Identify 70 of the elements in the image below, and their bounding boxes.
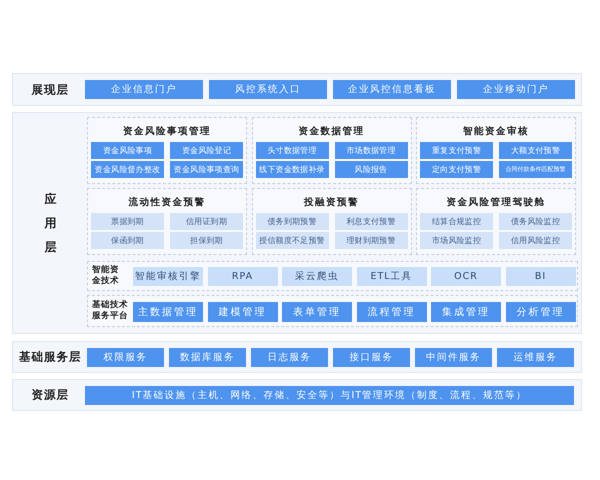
module-box: 资金风险登记	[170, 142, 243, 159]
module-box: 利息支付预警	[334, 213, 408, 230]
group-title: 流动性资金预警	[128, 196, 206, 209]
group-title: 投融资预警	[304, 196, 359, 209]
layer-band	[12, 112, 582, 334]
module-box: 理财到期预警	[334, 232, 408, 249]
module-box: 信用证到期	[170, 213, 243, 230]
module-box: 中间件服务	[415, 348, 492, 367]
row-title: 基础技术服务平台	[92, 300, 129, 322]
module-box: RPA	[208, 267, 278, 286]
module-box: 企业风控信息看板	[333, 80, 451, 99]
module-group	[416, 188, 576, 255]
module-box: 运维服务	[497, 348, 574, 367]
module-box: 企业信息门户	[85, 80, 203, 99]
capability-row	[87, 295, 578, 327]
module-box: 线下资金数据补录	[256, 161, 328, 178]
module-group	[416, 117, 576, 184]
module-group	[87, 188, 247, 255]
module-box: 票据到期	[91, 213, 164, 230]
module-box: 权限服务	[87, 348, 164, 367]
module-box: 重复支付预警	[420, 142, 493, 159]
module-box: 集成管理	[431, 302, 501, 322]
layer-band	[12, 73, 582, 106]
module-box: 资金风险事项查询	[170, 161, 243, 178]
module-box: 大额支付预警	[499, 142, 572, 159]
module-box: 信用风险监控	[499, 232, 572, 249]
module-box: 风险报告	[334, 161, 408, 178]
layer-title: 展现层	[31, 82, 69, 97]
module-box: ETL工具	[356, 267, 426, 286]
module-box: 定向支付预警	[420, 161, 493, 178]
group-title: 智能资金审核	[463, 125, 529, 138]
layer-title: 资源层	[31, 388, 69, 402]
module-box: 债务到期预警	[256, 213, 328, 230]
module-box: 保函到期	[91, 232, 164, 249]
layer-title: 应用层	[44, 191, 57, 256]
module-box: 授信额度不足预警	[256, 232, 328, 249]
group-title: 资金风险事项管理	[123, 125, 211, 138]
row-title: 智能资金技术	[92, 265, 120, 287]
module-box: 数据库服务	[169, 348, 246, 367]
module-box: 担保到期	[170, 232, 243, 249]
module-box: 分析管理	[506, 302, 576, 322]
layer-band	[12, 341, 582, 373]
module-box: 主数据管理	[133, 302, 203, 322]
module-group	[252, 188, 412, 255]
module-box: 债务风险监控	[499, 213, 572, 230]
module-box: 接口服务	[333, 348, 410, 367]
layer-band	[12, 379, 582, 411]
module-box: 智能审核引擎	[133, 267, 203, 286]
module-box: 头寸数据管理	[256, 142, 328, 159]
module-box: OCR	[431, 267, 501, 286]
module-box: 表单管理	[282, 302, 352, 322]
module-box: 建模管理	[208, 302, 278, 322]
module-box: 结算合规监控	[420, 213, 493, 230]
module-box: 流程管理	[356, 302, 426, 322]
module-box: 资金风险督办整改	[91, 161, 164, 178]
group-title: 资金数据管理	[298, 125, 364, 138]
module-box: BI	[506, 267, 576, 286]
module-group	[87, 117, 247, 184]
group-title: 资金风险管理驾驶舱	[446, 196, 546, 209]
module-box: 企业移动门户	[457, 80, 575, 99]
layer-title: 基础服务层	[18, 350, 82, 364]
module-box: 市场数据管理	[334, 142, 408, 159]
module-box: IT基础设施（主机、网络、存储、安全等）与IT管理环境（制度、流程、规范等）	[85, 386, 574, 405]
module-box: 日志服务	[251, 348, 328, 367]
module-box: 市场风险监控	[420, 232, 493, 249]
capability-row	[87, 261, 578, 291]
module-box: 采云爬虫	[282, 267, 352, 286]
module-box: 资金风险事项	[91, 142, 164, 159]
module-box: 风控系统入口	[209, 80, 327, 99]
module-group	[252, 117, 412, 184]
